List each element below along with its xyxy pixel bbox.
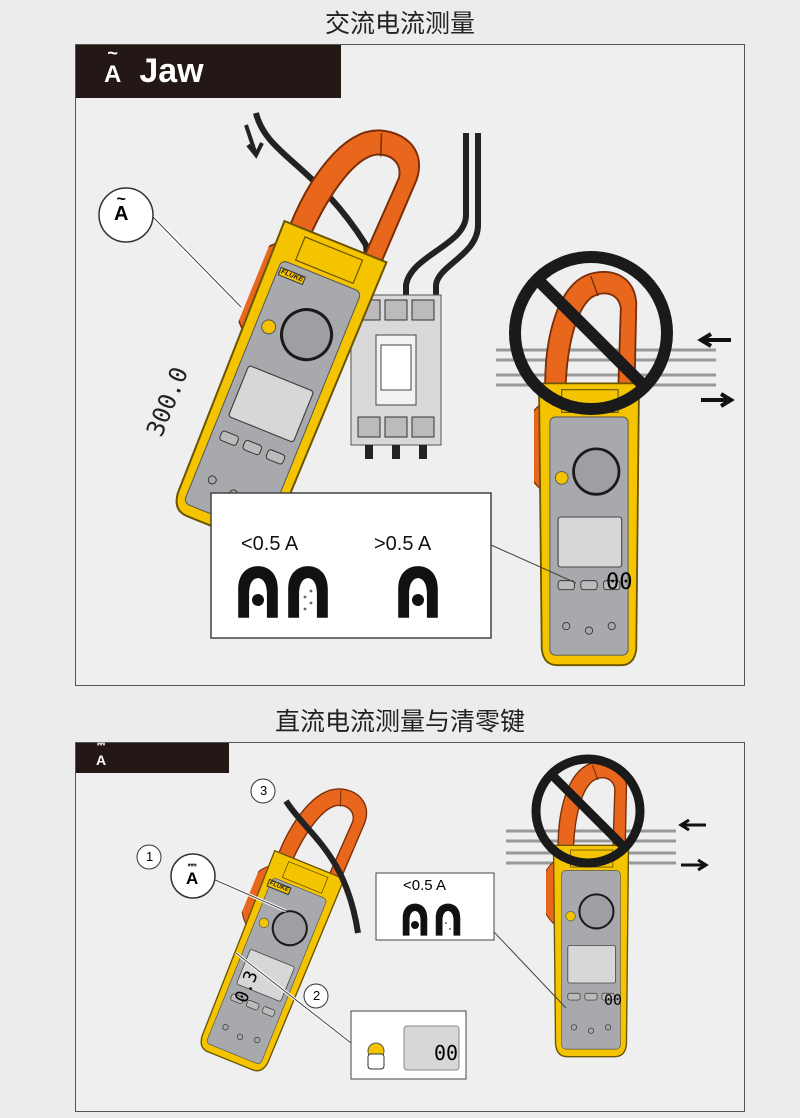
zero-display — [403, 1025, 460, 1071]
dc-mark: ⎓ — [97, 739, 106, 750]
jaw-anywhere-icon — [288, 566, 328, 618]
callout-3-label: 3 — [260, 783, 268, 798]
right-arrow-icon — [681, 858, 709, 872]
ac-illustration — [98, 100, 735, 667]
wire-3 — [433, 133, 481, 300]
right-arrow-icon — [701, 392, 735, 408]
amp-symbol: A — [96, 752, 107, 768]
amp-symbol: A — [104, 60, 122, 88]
amp-symbol: A — [186, 869, 199, 888]
low-current-label: <0.5 A — [403, 877, 446, 894]
right-meter-display: 00 — [606, 570, 633, 595]
dc-callout-circle — [170, 853, 216, 899]
left-arrow-icon — [697, 332, 731, 348]
amp-symbol: A — [114, 203, 129, 225]
dc-mark: ⎓ — [187, 859, 197, 871]
ac-section-title: 交流电流测量 — [324, 9, 475, 38]
dc-measurement-panel: ⎓ A FLUKE 3 1 2 ⎓ A — [75, 739, 745, 1112]
clamp-meter-right — [534, 270, 641, 667]
circuit-breaker — [350, 294, 442, 459]
callout-2-circle — [303, 983, 329, 1009]
clamp-meter-dc — [188, 767, 377, 1076]
ac-callout-circle — [98, 187, 154, 243]
tilde-mark: ~ — [116, 191, 126, 208]
ac-panel-header: ~ A Jaw — [76, 43, 341, 98]
dc-current-symbol: ⎓ A — [96, 739, 107, 768]
prohibited-icon — [531, 754, 645, 868]
jaw-centered-icon — [238, 566, 278, 618]
wire-2 — [403, 133, 469, 300]
jaw-position-inset — [375, 872, 495, 941]
dc-callout-symbol: ⎓ A — [186, 859, 199, 889]
callout-2-label: 2 — [313, 988, 321, 1003]
measured-wire — [283, 799, 361, 934]
ac-current-symbol: ~ A — [104, 43, 122, 89]
jaw-anywhere-icon — [435, 903, 461, 936]
dc-illustration — [136, 754, 709, 1080]
callout-1-circle — [136, 844, 162, 870]
jaw-centered-icon — [402, 903, 428, 936]
ac-callout-symbol: ~ A — [114, 191, 129, 226]
ac-measurement-panel: ~ A Jaw — [75, 43, 745, 686]
header-label: Jaw — [139, 52, 204, 90]
left-arrow-icon — [678, 818, 706, 832]
callout-1-label: 1 — [146, 849, 154, 864]
callout-3-circle — [250, 778, 276, 804]
high-current-label: >0.5 A — [374, 533, 432, 555]
tilde-mark: ~ — [107, 42, 118, 63]
right-meter-display: 00 — [604, 991, 623, 1009]
low-current-label: <0.5 A — [241, 533, 299, 555]
prohibited-icon — [509, 251, 673, 415]
zero-display-reading: 00 — [434, 1041, 459, 1065]
jaw-any-position-icon — [398, 566, 438, 618]
down-arrow-icon — [244, 124, 264, 159]
dc-panel-header: ⎓ A — [76, 739, 229, 773]
dc-section-title: 直流电流测量与清零键 — [274, 707, 525, 736]
measured-wire — [253, 112, 374, 301]
